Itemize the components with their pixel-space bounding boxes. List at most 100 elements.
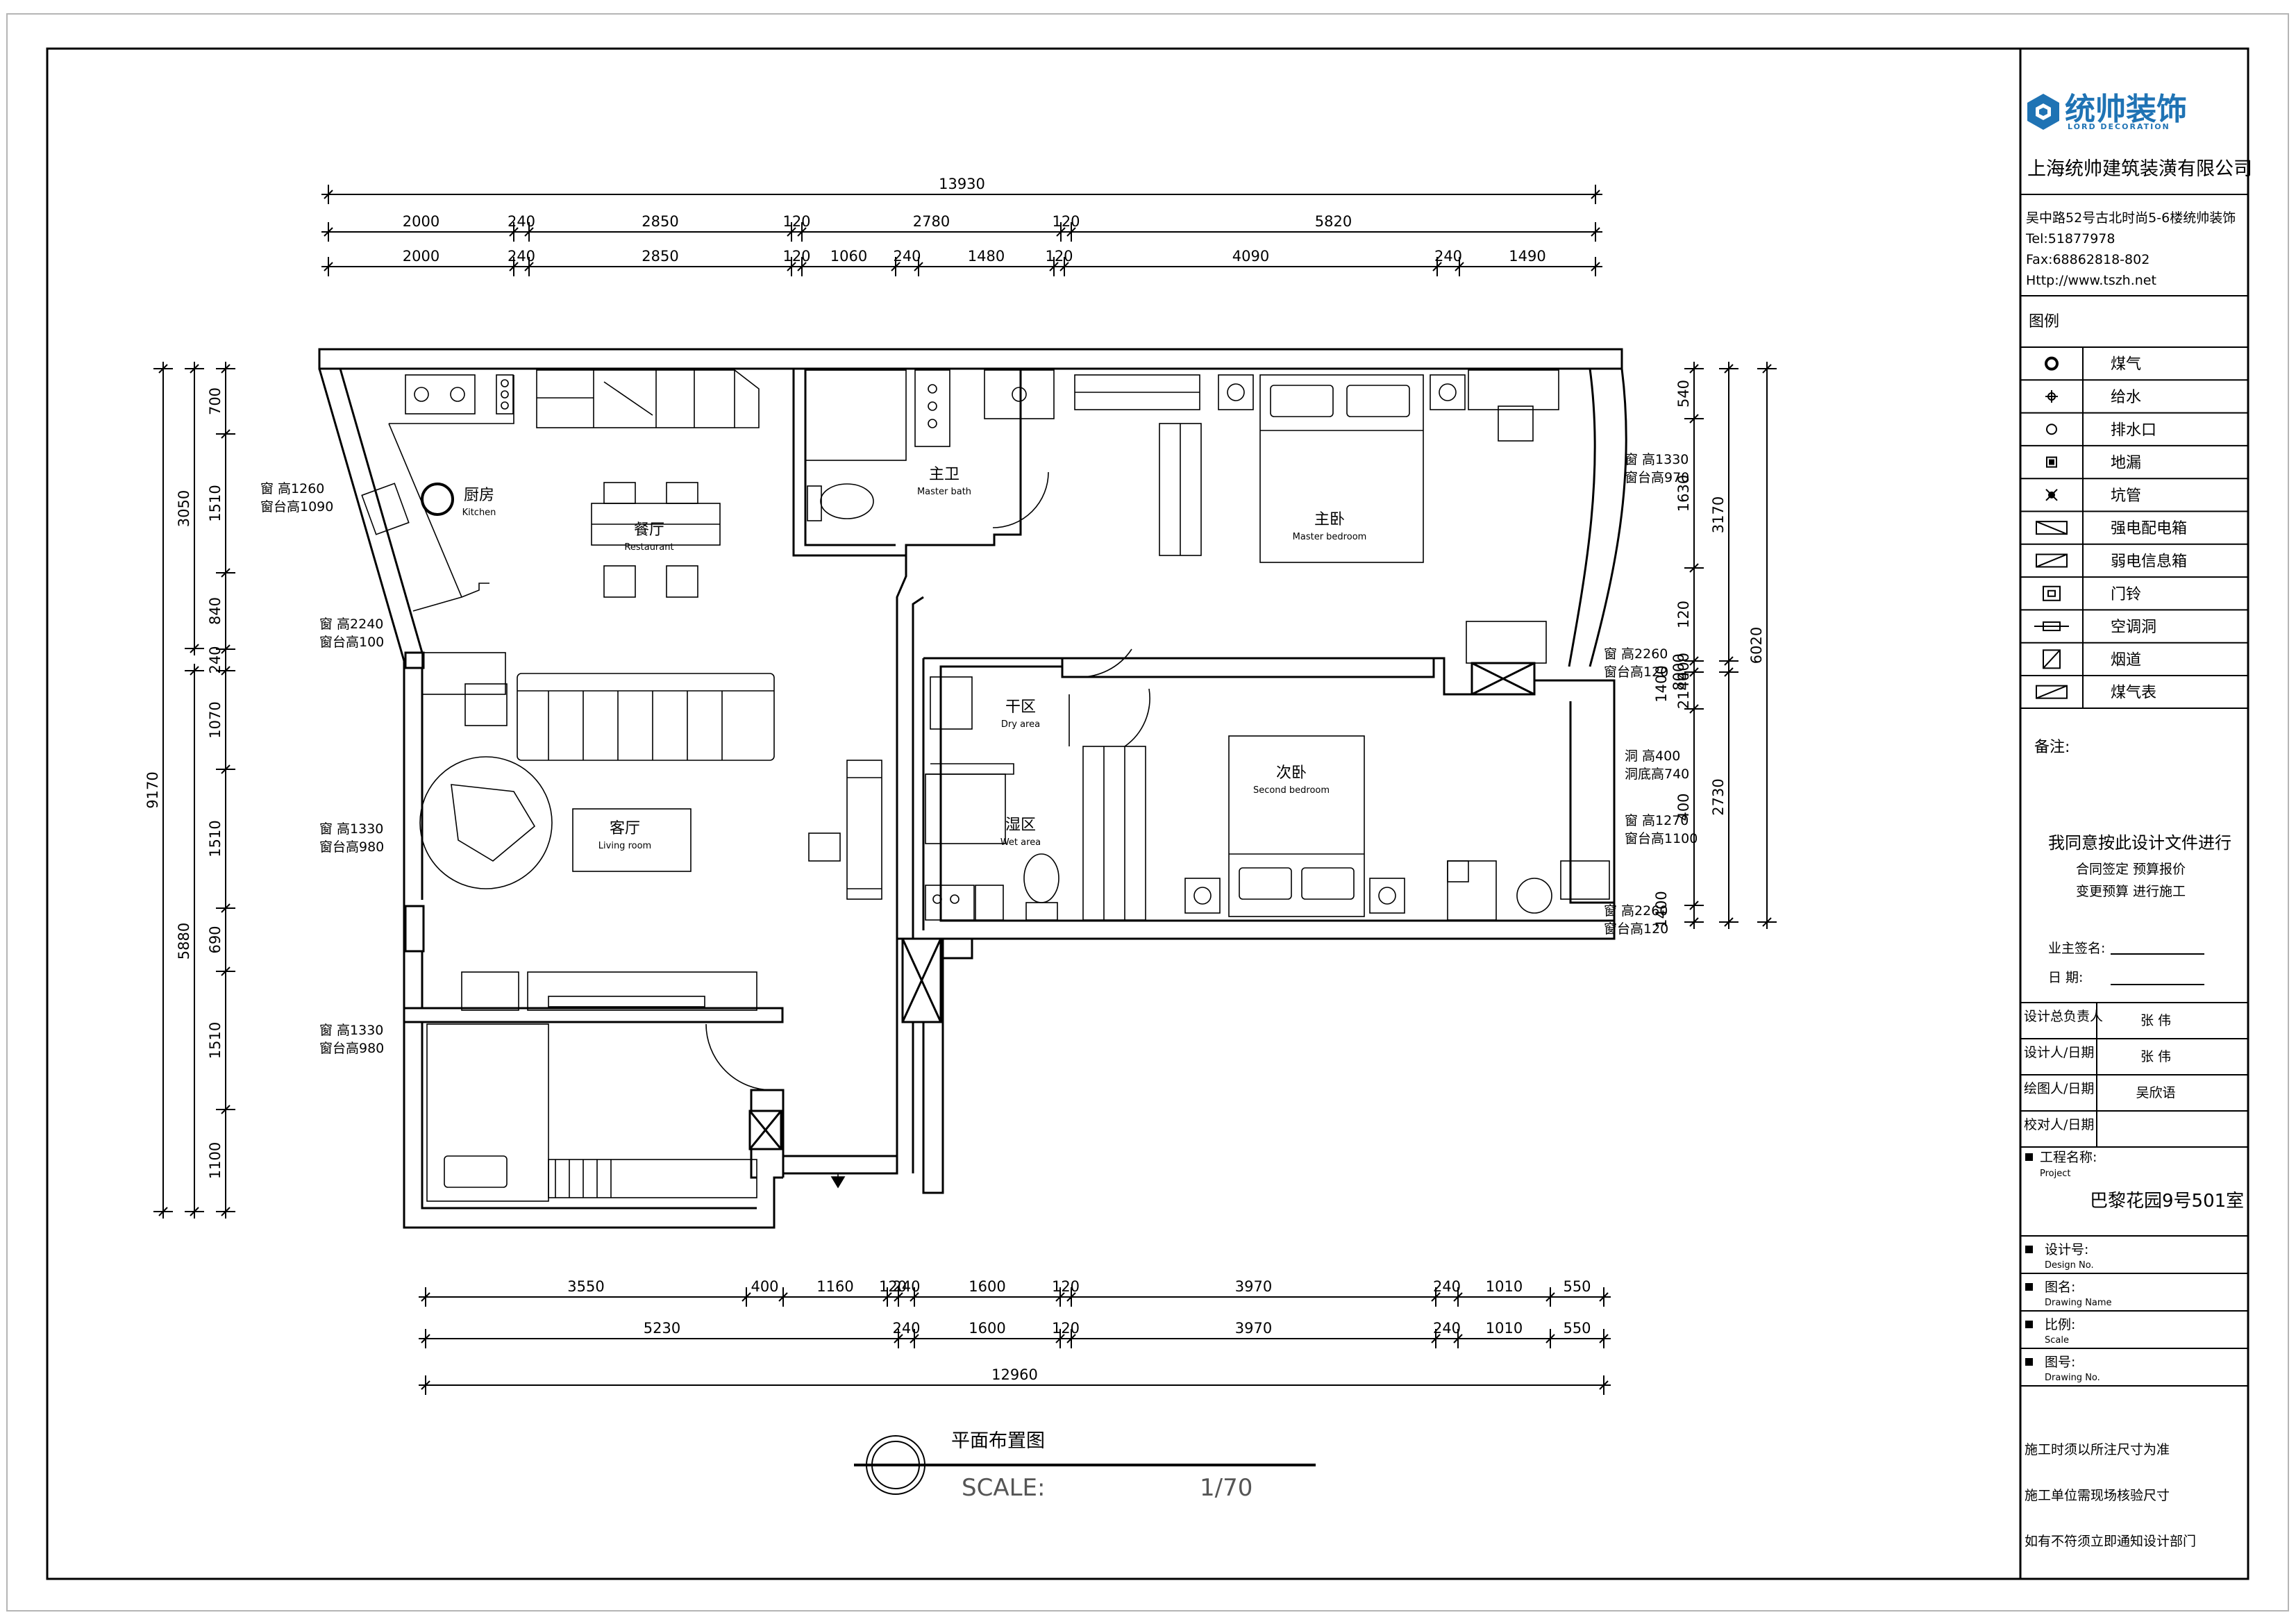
company-address: 吴中路52号古北时尚5-6楼统帅装饰 [2026, 210, 2236, 226]
window-sill-label: 窗台高120 [1604, 921, 1668, 937]
room-name: 厨房 [464, 487, 494, 504]
tv-cabinet [461, 971, 519, 1011]
info-label: 图号: [2045, 1355, 2075, 1370]
dim-left-lower: 5880 [176, 923, 192, 960]
dim-bottom-row1: 3550 [567, 1278, 604, 1295]
signoff-name: 张 伟 [2140, 1013, 2171, 1028]
kitchen-curved-wall [318, 368, 405, 760]
room-name-en: Master bath [917, 487, 971, 497]
consent-line-2: 变更预算 进行施工 [2076, 884, 2186, 899]
window-sill-label: 窗台高1090 [260, 499, 333, 514]
info-label-en: Scale [2045, 1335, 2069, 1346]
dim-bottom-row2: 1600 [969, 1320, 1005, 1337]
owner-signature-label: 业主签名: [2048, 941, 2105, 956]
dim-top-row1: 2000 [403, 213, 439, 230]
legend-label: 坑管 [2111, 487, 2141, 505]
legend-label: 烟道 [2111, 651, 2141, 669]
window-height-label: 窗 高2260 [1604, 903, 1668, 919]
construction-note: 施工时须以所注尺寸为准 [2025, 1442, 2170, 1457]
window-height-label: 窗 高1260 [260, 481, 324, 496]
window-sill-label: 窗台高970 [1625, 470, 1689, 485]
range-hood [421, 483, 454, 516]
project-name: 巴黎花园9号501室 [2090, 1191, 2244, 1212]
room-name: 餐厅 [634, 521, 664, 539]
dim-left-seg: 690 [207, 926, 224, 953]
window-height-label: 窗 高2240 [319, 617, 383, 632]
kitchen-sink [361, 483, 410, 535]
legend-label: 空调洞 [2111, 619, 2156, 636]
company-tel: Tel:51877978 [2025, 231, 2115, 246]
dim-bottom-row1: 1600 [969, 1278, 1005, 1295]
window-sill-label: 窗台高100 [319, 635, 384, 650]
furniture [361, 369, 1610, 1202]
dim-top-row1: 120 [782, 213, 810, 230]
dim-top-row2: 1490 [1509, 248, 1545, 265]
logo-text: 统帅装饰 [2065, 92, 2187, 127]
dim-top-row1: 120 [1052, 213, 1080, 230]
coffee-table [572, 808, 692, 872]
info-label: 比例: [2045, 1317, 2075, 1332]
drain-outlet-icon [2046, 424, 2057, 435]
legend-row: 煤气表 [2020, 675, 2248, 702]
dim-left-seg: 700 [207, 387, 224, 415]
legend-label: 强电配电箱 [2111, 520, 2187, 537]
dim-right-seg: 400 [1675, 793, 1692, 821]
signoff-role: 绘图人/日期 [2024, 1081, 2094, 1096]
dim-bottom-row2: 120 [1052, 1320, 1080, 1337]
dim-left-seg: 1510 [207, 820, 224, 857]
dim-left-seg: 1510 [207, 485, 224, 521]
window-height-label: 窗 高1330 [319, 1023, 383, 1038]
info-row: 比例: Scale [2020, 1317, 2248, 1349]
window-height-label: 窗 高1330 [319, 821, 383, 837]
signoff-name: 吴欣语 [2136, 1085, 2175, 1100]
construction-note: 如有不符须立即通知设计部门 [2025, 1534, 2196, 1549]
drawing-title: 平面布置图 [951, 1430, 1045, 1452]
legend-row: 空调洞 [2020, 609, 2248, 636]
signoff-name: 张 伟 [2140, 1049, 2171, 1064]
wet-area-toilet [1023, 853, 1059, 903]
title-block: 统帅装饰 LORD DECORATION 上海统帅建筑装潢有限公司 吴中路52号… [2019, 49, 2252, 1579]
dim-top-row2: 2850 [642, 248, 678, 265]
partition-wall [403, 1007, 784, 1023]
info-label: 图名: [2045, 1280, 2075, 1295]
dim-left-seg: 1100 [207, 1142, 224, 1179]
signoff-role: 设计总负责人 [2024, 1009, 2103, 1024]
room-name: 湿区 [1005, 817, 1036, 834]
dimension-lines [153, 185, 1777, 1395]
dim-top-total: 13930 [939, 176, 985, 192]
window-height-label: 窗 高1330 [1625, 452, 1689, 467]
consent-line-1: 合同签定 预算报价 [2076, 862, 2186, 877]
dim-left-seg: 840 [207, 597, 224, 625]
dim-left-seg: 1510 [207, 1022, 224, 1059]
dim-left-total: 9170 [144, 771, 161, 808]
toilet [820, 483, 874, 519]
construction-note: 施工单位需现场核验尺寸 [2025, 1488, 2170, 1503]
room-name: 主卧 [1314, 511, 1345, 528]
dim-top-row1: 2780 [913, 213, 950, 230]
gas-meter-icon [2036, 685, 2068, 699]
info-row: 图号:Drawing No. [2020, 1355, 2248, 1387]
info-box-icon [2036, 553, 2068, 568]
dim-bottom-row2: 550 [1563, 1320, 1591, 1337]
legend-row: 门铃 [2020, 576, 2248, 603]
dim-right-small: 8000 [1670, 653, 1687, 690]
legend-row: 给水 [2020, 379, 2248, 406]
logo-subtext: LORD DECORATION [2068, 122, 2170, 131]
legend-label: 地漏 [2111, 455, 2141, 472]
dim-right-seg: 1630 [1675, 475, 1692, 512]
legend-title: 图例 [2029, 313, 2059, 330]
consent-text: 我同意按此设计文件进行 [2048, 833, 2231, 853]
info-label-en: Drawing Name [2045, 1298, 2112, 1308]
window-sill-label: 窗台高1100 [1625, 831, 1698, 846]
gas-icon [2045, 356, 2059, 371]
dim-bottom-row1: 550 [1563, 1278, 1591, 1295]
window-height-label: 窗 高1270 [1625, 813, 1689, 828]
signoff-table: 设计总负责人张 伟设计人/日期张 伟绘图人/日期吴欣语校对人/日期 [2020, 1009, 2248, 1148]
window-sill-label: 窗台高120 [1604, 664, 1668, 680]
dim-bottom-row1: 3970 [1235, 1278, 1272, 1295]
info-row: 图名: Drawing Name [2020, 1280, 2248, 1312]
